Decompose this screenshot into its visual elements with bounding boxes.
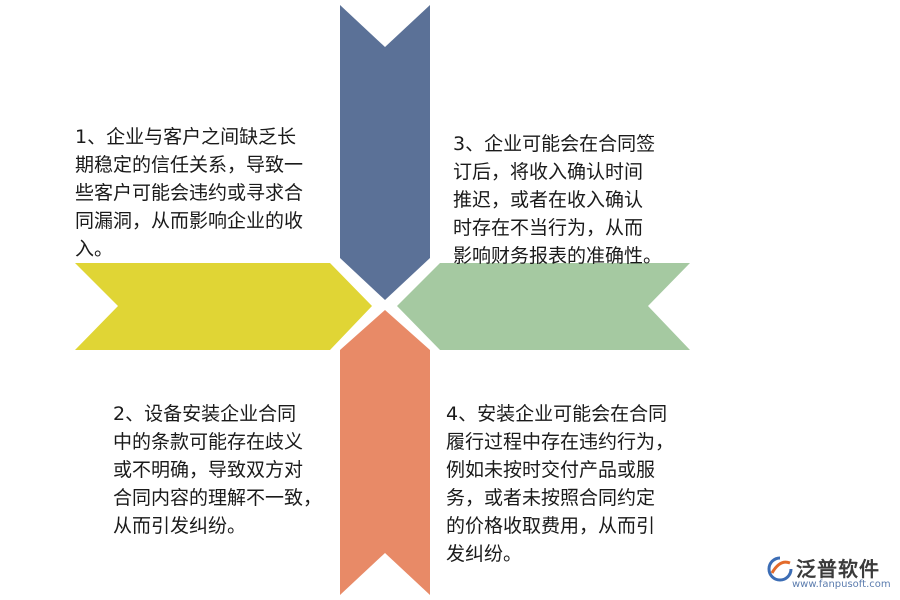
- left-arrow: [75, 263, 372, 350]
- risk-text-1: 1、企业与客户之间缺乏长 期稳定的信任关系，导致一 些客户可能会违约或寻求合 同…: [75, 126, 304, 260]
- fanpu-logo-icon: [767, 556, 793, 582]
- risk-text-2: 2、设备安装企业合同 中的条款可能存在歧义 或不明确，导致双方对 合同内容的理解…: [113, 403, 323, 537]
- logo-name: 泛普软件: [796, 557, 880, 581]
- fanpu-logo: 泛普软件 www.fanpusoft.com: [766, 553, 896, 595]
- bottom-arrow: [340, 310, 430, 595]
- right-arrow: [397, 263, 690, 350]
- risk-text-4: 4、安装企业可能会在合同 履行过程中存在违约行为， 例如未按时交付产品或服 务，…: [446, 403, 675, 565]
- logo-url: www.fanpusoft.com: [792, 579, 891, 590]
- risk-text-3: 3、企业可能会在合同签 订后，将收入确认时间 推迟，或者在收入确认 时存在不当行…: [453, 133, 663, 267]
- top-arrow: [340, 5, 430, 300]
